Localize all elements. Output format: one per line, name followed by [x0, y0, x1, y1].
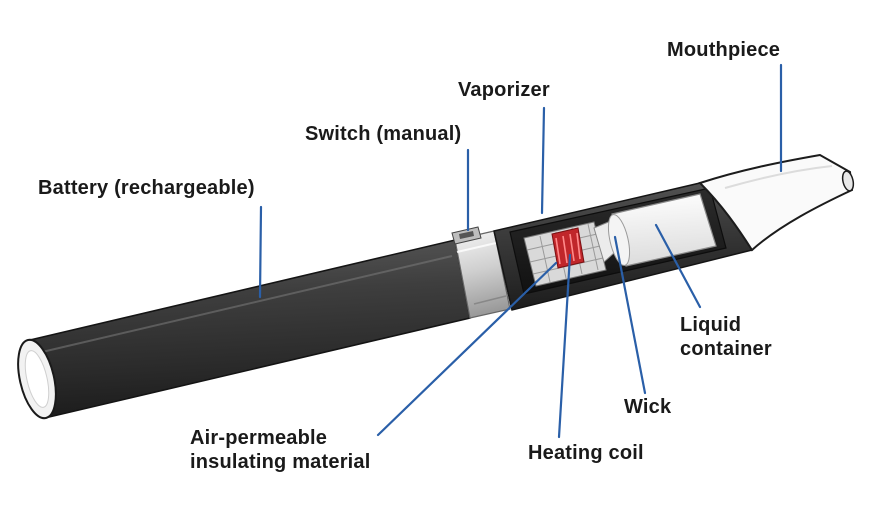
label-insulating-material-line1: Air-permeable — [190, 427, 328, 449]
leader-line-insulating-material — [376, 261, 558, 437]
label-battery-text: Battery (rechargeable) — [38, 177, 255, 199]
battery-body — [29, 239, 471, 419]
leader-line-wick — [613, 235, 647, 395]
label-heating-coil: Heating coil — [528, 441, 644, 465]
mouthpiece — [698, 153, 855, 252]
label-vaporizer-text: Vaporizer — [458, 79, 550, 101]
label-liquid-container-line2: container — [680, 338, 772, 360]
chrome-ring — [454, 230, 511, 319]
label-wick-text: Wick — [624, 396, 672, 418]
switch-button — [451, 226, 482, 245]
label-mouthpiece: Mouthpiece — [667, 38, 780, 62]
label-liquid-container: Liquid container — [680, 313, 772, 361]
liquid-container — [607, 193, 717, 267]
leader-line-liquid-container — [654, 223, 702, 309]
leader-lines — [258, 63, 783, 439]
leader-line-heating-coil — [557, 253, 572, 439]
label-wick: Wick — [624, 395, 671, 419]
label-switch-text: Switch (manual) — [305, 123, 462, 145]
label-mouthpiece-text: Mouthpiece — [667, 39, 781, 61]
label-liquid-container-line1: Liquid — [680, 314, 742, 336]
label-insulating-material: Air-permeable insulating material — [190, 426, 371, 474]
label-heating-coil-text: Heating coil — [528, 442, 644, 464]
label-insulating-material-line2: insulating material — [190, 451, 371, 473]
leader-line-vaporizer — [540, 106, 546, 215]
label-switch: Switch (manual) — [305, 122, 461, 146]
heating-coil — [551, 227, 585, 269]
label-vaporizer: Vaporizer — [458, 78, 550, 102]
label-battery: Battery (rechargeable) — [38, 176, 255, 200]
leader-line-battery — [258, 205, 263, 299]
battery-end-cap — [17, 338, 57, 420]
